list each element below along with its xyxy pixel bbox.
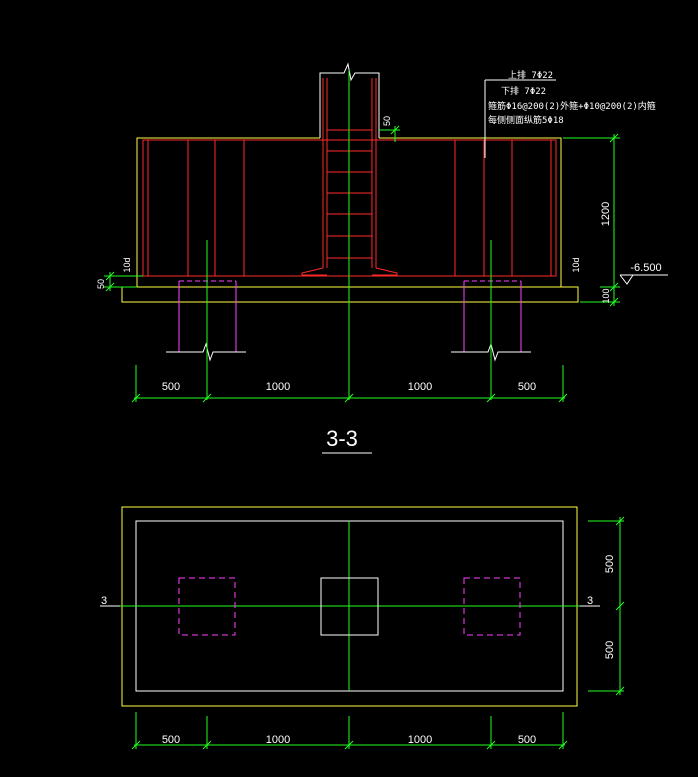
left-cover-dimension [104, 271, 143, 292]
piles-section [178, 280, 522, 352]
dim-50-left-label: 50 [96, 279, 106, 289]
section-mark-left: 3 [101, 595, 107, 607]
note-stirrup: 箍筋Φ16@200(2)外箍+Φ10@200(2)内箍 [488, 100, 656, 112]
elevation-marker [619, 274, 668, 285]
plan-right-dim-1: 500 [604, 555, 616, 573]
note-top-rebar: 上排 7Φ22 [508, 69, 553, 81]
plan-dim-2: 1000 [266, 734, 290, 746]
rebar-note-leader [484, 79, 556, 158]
plan-piles [178, 577, 521, 636]
plan-view: 3 3 500 500 500 1000 1000 [100, 506, 625, 750]
dim-50-column-label: 50 [382, 116, 392, 126]
section-mark-right: 3 [587, 595, 593, 607]
section-dim-4: 500 [518, 381, 536, 393]
note-side-bar: 每侧侧面纵筋5Φ18 [488, 114, 564, 126]
pile-break-lines [166, 342, 531, 362]
plan-column [320, 577, 379, 636]
cushion-layer [121, 286, 579, 303]
plan-axis-lines [108, 521, 592, 691]
plan-right-dim-2: 500 [604, 641, 616, 659]
plan-dim-4: 500 [518, 734, 536, 746]
plan-right-dimension-chain [588, 516, 625, 696]
plan-bottom-dimension-chain [131, 712, 568, 750]
section-title: 3-3 [326, 426, 358, 451]
section-bottom-dimension-chain [131, 365, 568, 403]
note-bottom-rebar: 下排 7Φ22 [501, 85, 546, 97]
dim-height-label: 1200 [600, 202, 612, 226]
anchor-left-label: 10d [122, 257, 132, 272]
plan-dim-1: 500 [162, 734, 180, 746]
anchor-right-label: 10d [571, 257, 581, 272]
column-cover-dimension [379, 125, 400, 142]
section-dim-1: 500 [162, 381, 180, 393]
dim-cushion-label: 100 [601, 288, 611, 303]
plan-dim-3: 1000 [408, 734, 432, 746]
section-dim-2: 1000 [266, 381, 290, 393]
section-dim-3: 1000 [408, 381, 432, 393]
elevation-label: -6.500 [630, 262, 661, 274]
section-height-dimension [563, 133, 620, 307]
section-axis-lines [206, 70, 492, 400]
section-view: 1200 100 -6.500 50 10d 10d 50 [96, 62, 668, 454]
